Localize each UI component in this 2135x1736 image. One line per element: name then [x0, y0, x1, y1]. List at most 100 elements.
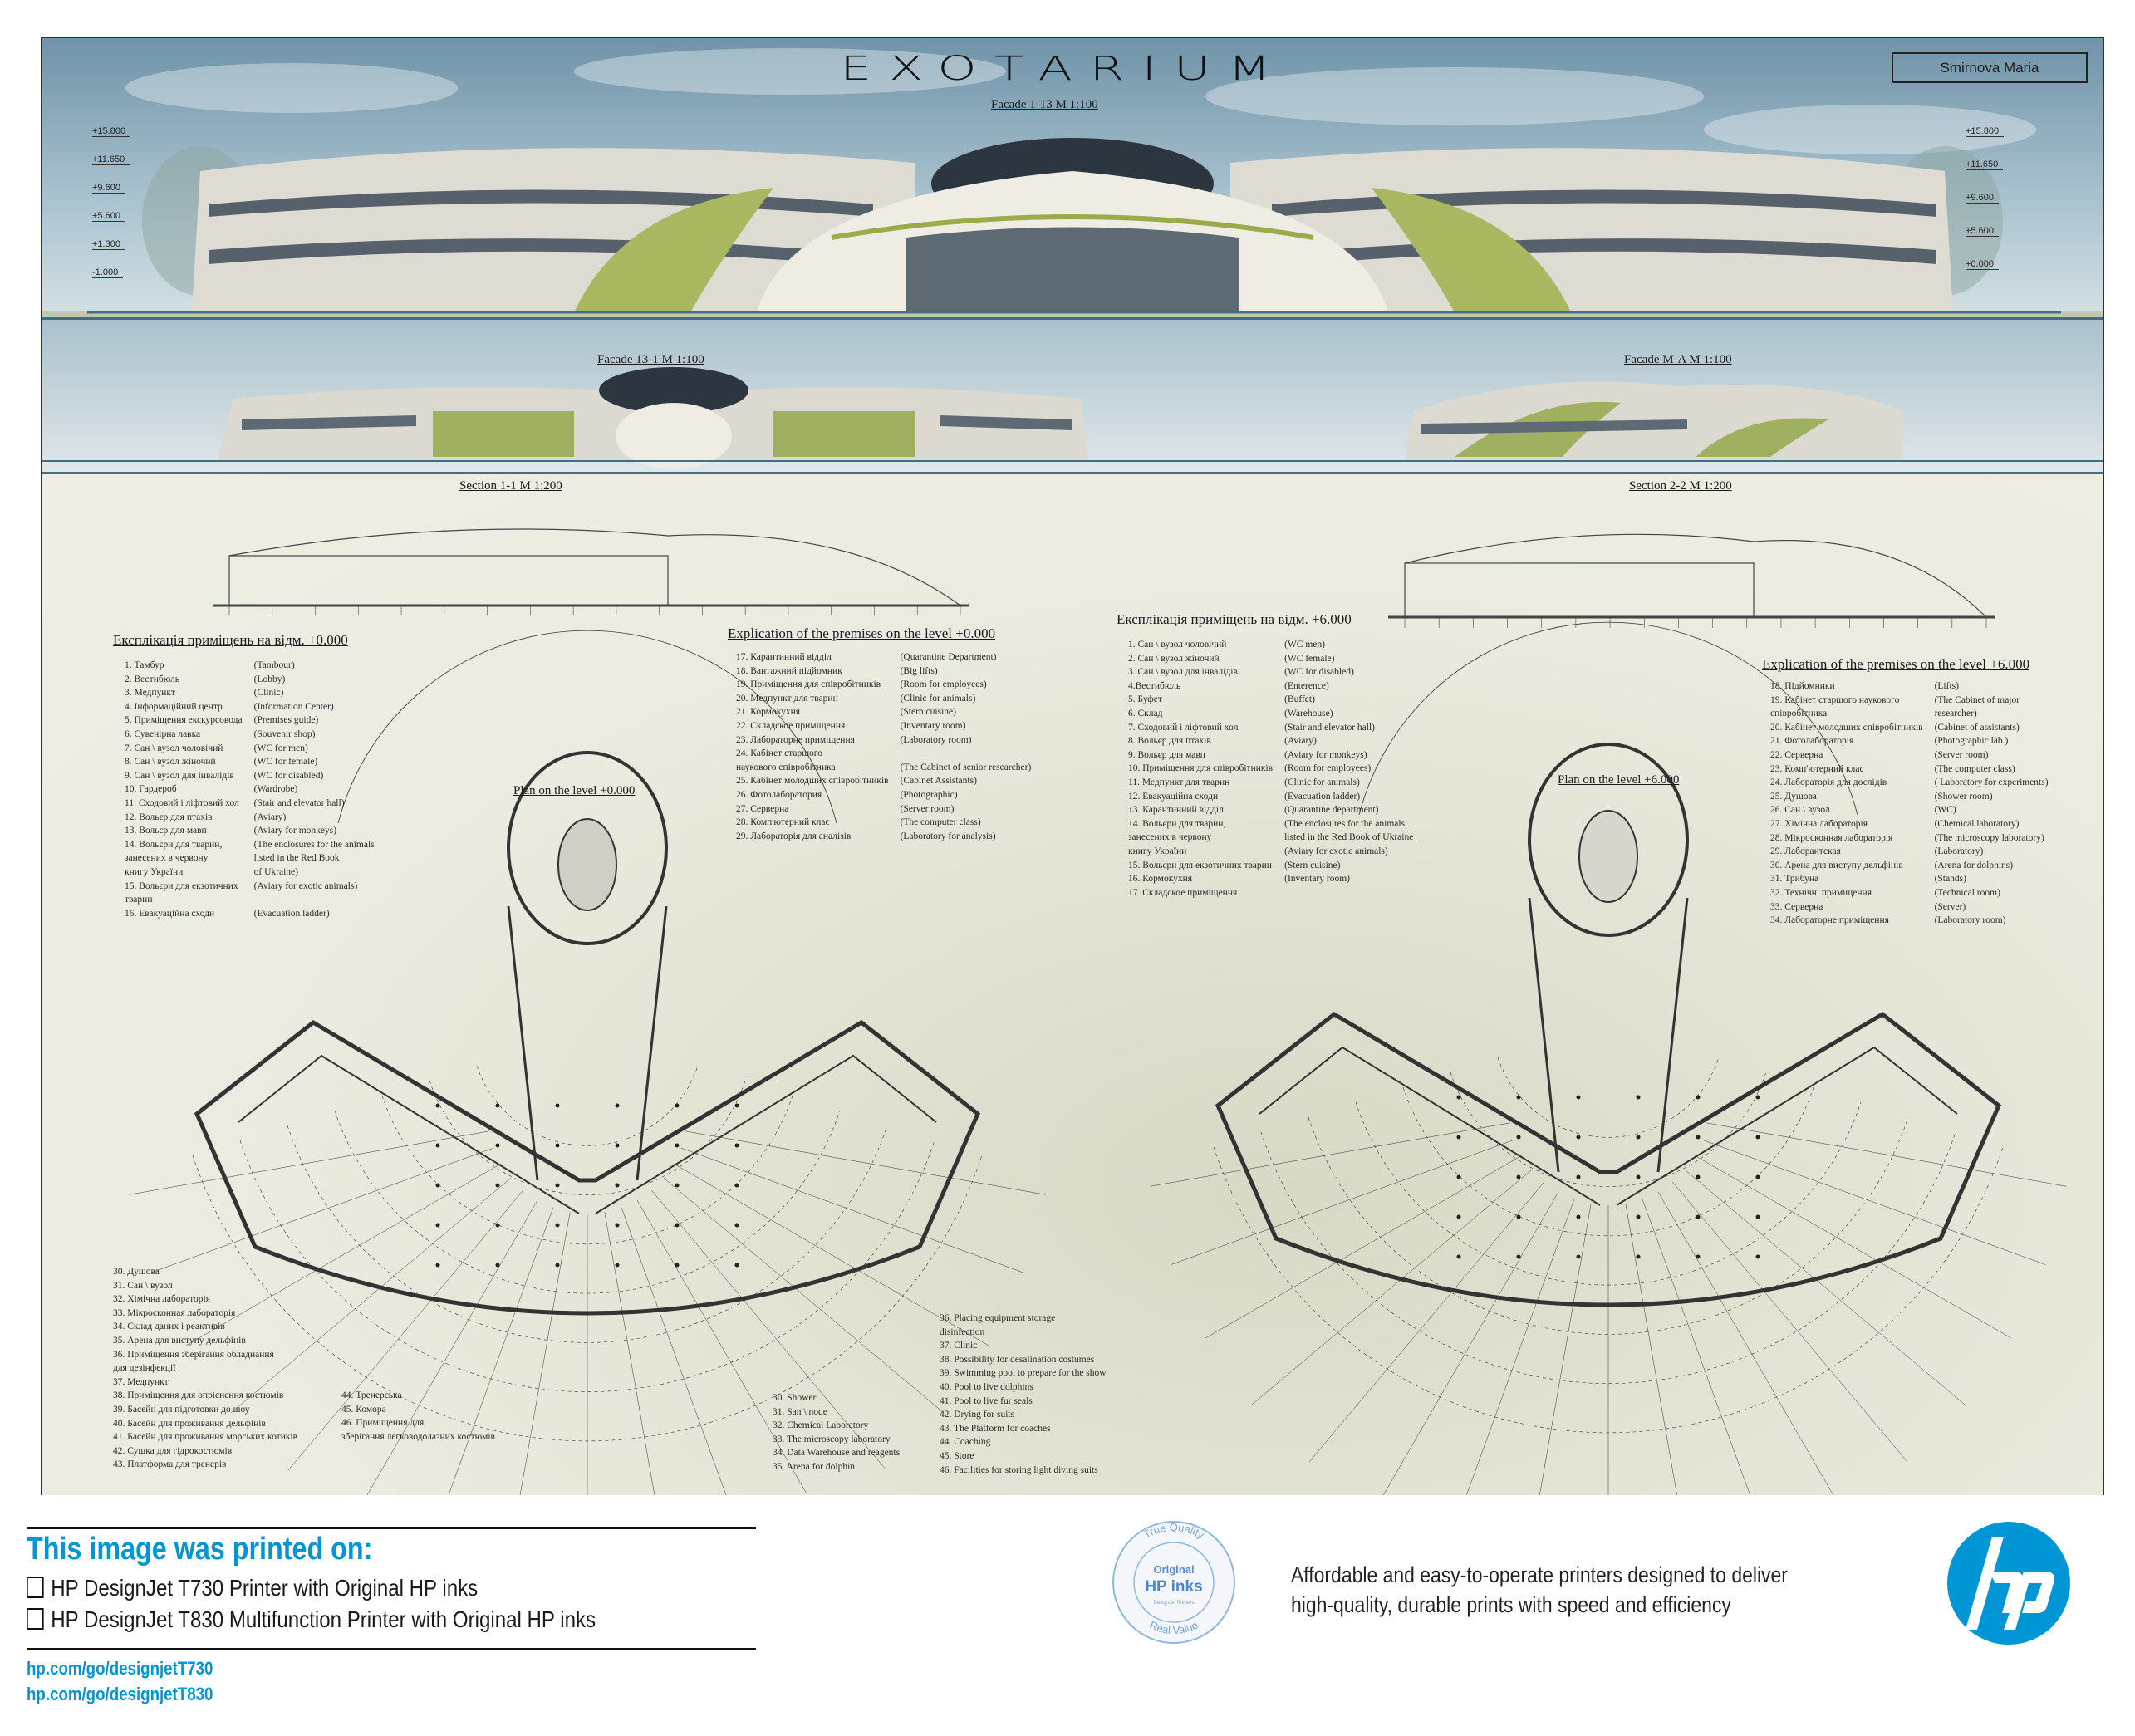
link-t830[interactable]: hp.com/go/designjetT830 — [27, 1684, 214, 1704]
column-dot — [734, 1263, 739, 1268]
column-dot — [1636, 1095, 1641, 1100]
link-t730[interactable]: hp.com/go/designjetT730 — [27, 1658, 214, 1679]
plan-wall — [1528, 897, 1689, 1173]
plan-grid-radial — [129, 1130, 489, 1195]
column-dot — [1636, 1174, 1641, 1179]
item-ukrainian: 15. Вольєри для екзотичних тварин — [125, 880, 238, 905]
column-dot — [675, 1263, 680, 1268]
column-dot — [615, 1223, 620, 1228]
column-dot — [1576, 1254, 1581, 1259]
plan-grid-radial — [1308, 1181, 1545, 1463]
item-ukrainian: 19. Кабінет старшого наукового співробіт… — [1770, 694, 1900, 719]
column-dot — [1755, 1095, 1760, 1100]
plans-and-sections-drawing — [129, 528, 2067, 1495]
column-dot — [1636, 1254, 1641, 1259]
list-item: 34. Data Warehouse and reagents — [773, 1448, 901, 1459]
plan-grid-radial — [604, 1212, 655, 1495]
item-ukrainian: 31. Трибуна — [1770, 874, 1819, 885]
list-item: 33. The microscopy laboratory — [773, 1434, 891, 1444]
list-item: 38. Possibility for desalination costume… — [940, 1354, 1095, 1365]
elevation-mark: +11.650 — [92, 154, 130, 165]
item-english: (Stern cuisine) — [900, 707, 956, 718]
plan-grid-radial — [1625, 1204, 1677, 1495]
item-english: (Quarantine Department) — [900, 652, 997, 662]
plan-grid-radial — [1150, 1122, 1510, 1187]
list-item: 43. The Platform for coaches — [940, 1423, 1051, 1434]
item-ukrainian: 18. Підйомники — [1770, 681, 1835, 691]
item-english: (Evacuation ladder) — [253, 908, 330, 919]
printer-option-t830: HP DesignJet T830 Multifunction Printer … — [27, 1606, 596, 1633]
item-ukrainian: 23. Комп'ютерний клас — [1770, 763, 1864, 774]
plan-grid-radial — [184, 1163, 502, 1347]
column-dot — [1456, 1095, 1461, 1100]
item-ukrainian: 7. Сходовий і ліфтовий хол — [1128, 722, 1239, 733]
plan-grid-arc — [476, 1065, 699, 1146]
side-facade-left — [217, 367, 1089, 469]
item-ukrainian: 10. Гардероб — [125, 784, 177, 795]
section-1-1-caption: Section 1-1 M 1:200 — [459, 479, 562, 493]
item-ukrainian: 4. Інформаційний центр — [125, 701, 223, 712]
item-ukrainian: 5. Буфет — [1128, 694, 1162, 705]
item-english: (Stern cuisine) — [1284, 860, 1341, 870]
list-item: 37. Медпункт — [113, 1376, 169, 1387]
column-dot — [615, 1183, 620, 1188]
hp-print-footer: This image was printed on: HP DesignJet … — [0, 1495, 2135, 1736]
plan-wall — [507, 905, 668, 1181]
item-english: (Information Center) — [253, 701, 334, 712]
column-dot — [1696, 1135, 1701, 1140]
plan-grid-radial — [1382, 1191, 1559, 1495]
item-ukrainian: 10. Приміщення для співробітників — [1128, 763, 1274, 774]
item-ukrainian: 19. Приміщення для співробітників — [736, 679, 881, 690]
list-item: 30. Shower — [773, 1393, 817, 1403]
plan-0-caption: Plan on the level +0.000 — [513, 784, 636, 797]
item-english: (Evacuation ladder) — [1284, 791, 1361, 802]
elevation-mark: +15.800 — [92, 126, 131, 137]
item-english: (WC female) — [1284, 653, 1335, 664]
item-english: (Server) — [1934, 901, 1966, 912]
item-ukrainian: 20. Медпункт для тварин — [736, 693, 838, 704]
item-english: (Souvenir shop) — [253, 728, 316, 739]
elevation-mark: +1.300 — [92, 239, 125, 250]
checkbox[interactable] — [27, 1577, 44, 1598]
item-ukrainian: 33. Серверна — [1770, 901, 1823, 912]
seal-arc-text: Real Value — [1148, 1618, 1200, 1636]
item-english: (Cabinet Assistants) — [900, 776, 977, 787]
column-dot — [1576, 1174, 1581, 1179]
plan-grid-arc — [239, 1140, 935, 1392]
item-english: (Chemical laboratory) — [1934, 818, 2020, 829]
item-english: (Aviary) — [253, 812, 287, 822]
item-ukrainian: 1. Сан \ вузол чоловічий — [1128, 640, 1227, 650]
plan-level-6-drawing — [1150, 621, 2067, 1495]
elevation-mark: +9.600 — [1966, 193, 1999, 204]
list-item: 43. Платформа для тренерів — [113, 1459, 227, 1470]
plan-dome — [507, 751, 668, 945]
column-dot — [1576, 1135, 1581, 1140]
item-ukrainian: 29. Лабораторія для аналізів — [736, 831, 852, 841]
item-ukrainian: 22. Серверна — [1770, 749, 1823, 760]
item-ukrainian: 26. Сан \ вузол — [1770, 805, 1830, 816]
item-ukrainian: 25. Кабінет молодших співробітників — [736, 776, 889, 787]
item-english: (WC for female) — [253, 757, 318, 767]
item-ukrainian: 17. Складское приміщення — [1128, 887, 1238, 898]
tagline: Affordable and easy-to-operate printers … — [1291, 1560, 1788, 1620]
column-dot — [495, 1143, 500, 1148]
item-ukrainian: 14. Вольєри для тварин, занесених в черв… — [1128, 818, 1226, 856]
column-dot — [675, 1143, 680, 1148]
list-item: 41. Pool to live fur seals — [940, 1395, 1033, 1406]
item-english: (Stands) — [1934, 874, 1966, 885]
plan-6-caption: Plan on the level +6.000 — [1558, 773, 1680, 787]
item-ukrainian: 2. Сан \ вузол жіночий — [1128, 653, 1220, 664]
item-english — [1284, 886, 1418, 900]
checkbox[interactable] — [27, 1608, 44, 1630]
column-dot — [435, 1183, 440, 1188]
plan-grid-radial — [663, 1177, 945, 1414]
column-dot — [1456, 1254, 1461, 1259]
elevation-mark: +5.600 — [92, 211, 125, 222]
side-facades-band: Facade 13-1 M 1:100 Facade M-A M 1:100 — [42, 320, 2103, 474]
central-aviary — [557, 818, 617, 911]
plan-outline — [194, 1019, 981, 1316]
item-ukrainian: 27. Серверна — [736, 803, 789, 814]
list-item: 44. Тренерська — [341, 1390, 402, 1400]
column-dot — [1636, 1135, 1641, 1140]
facade-m-a-caption: Facade M-A M 1:100 — [1624, 353, 1732, 366]
